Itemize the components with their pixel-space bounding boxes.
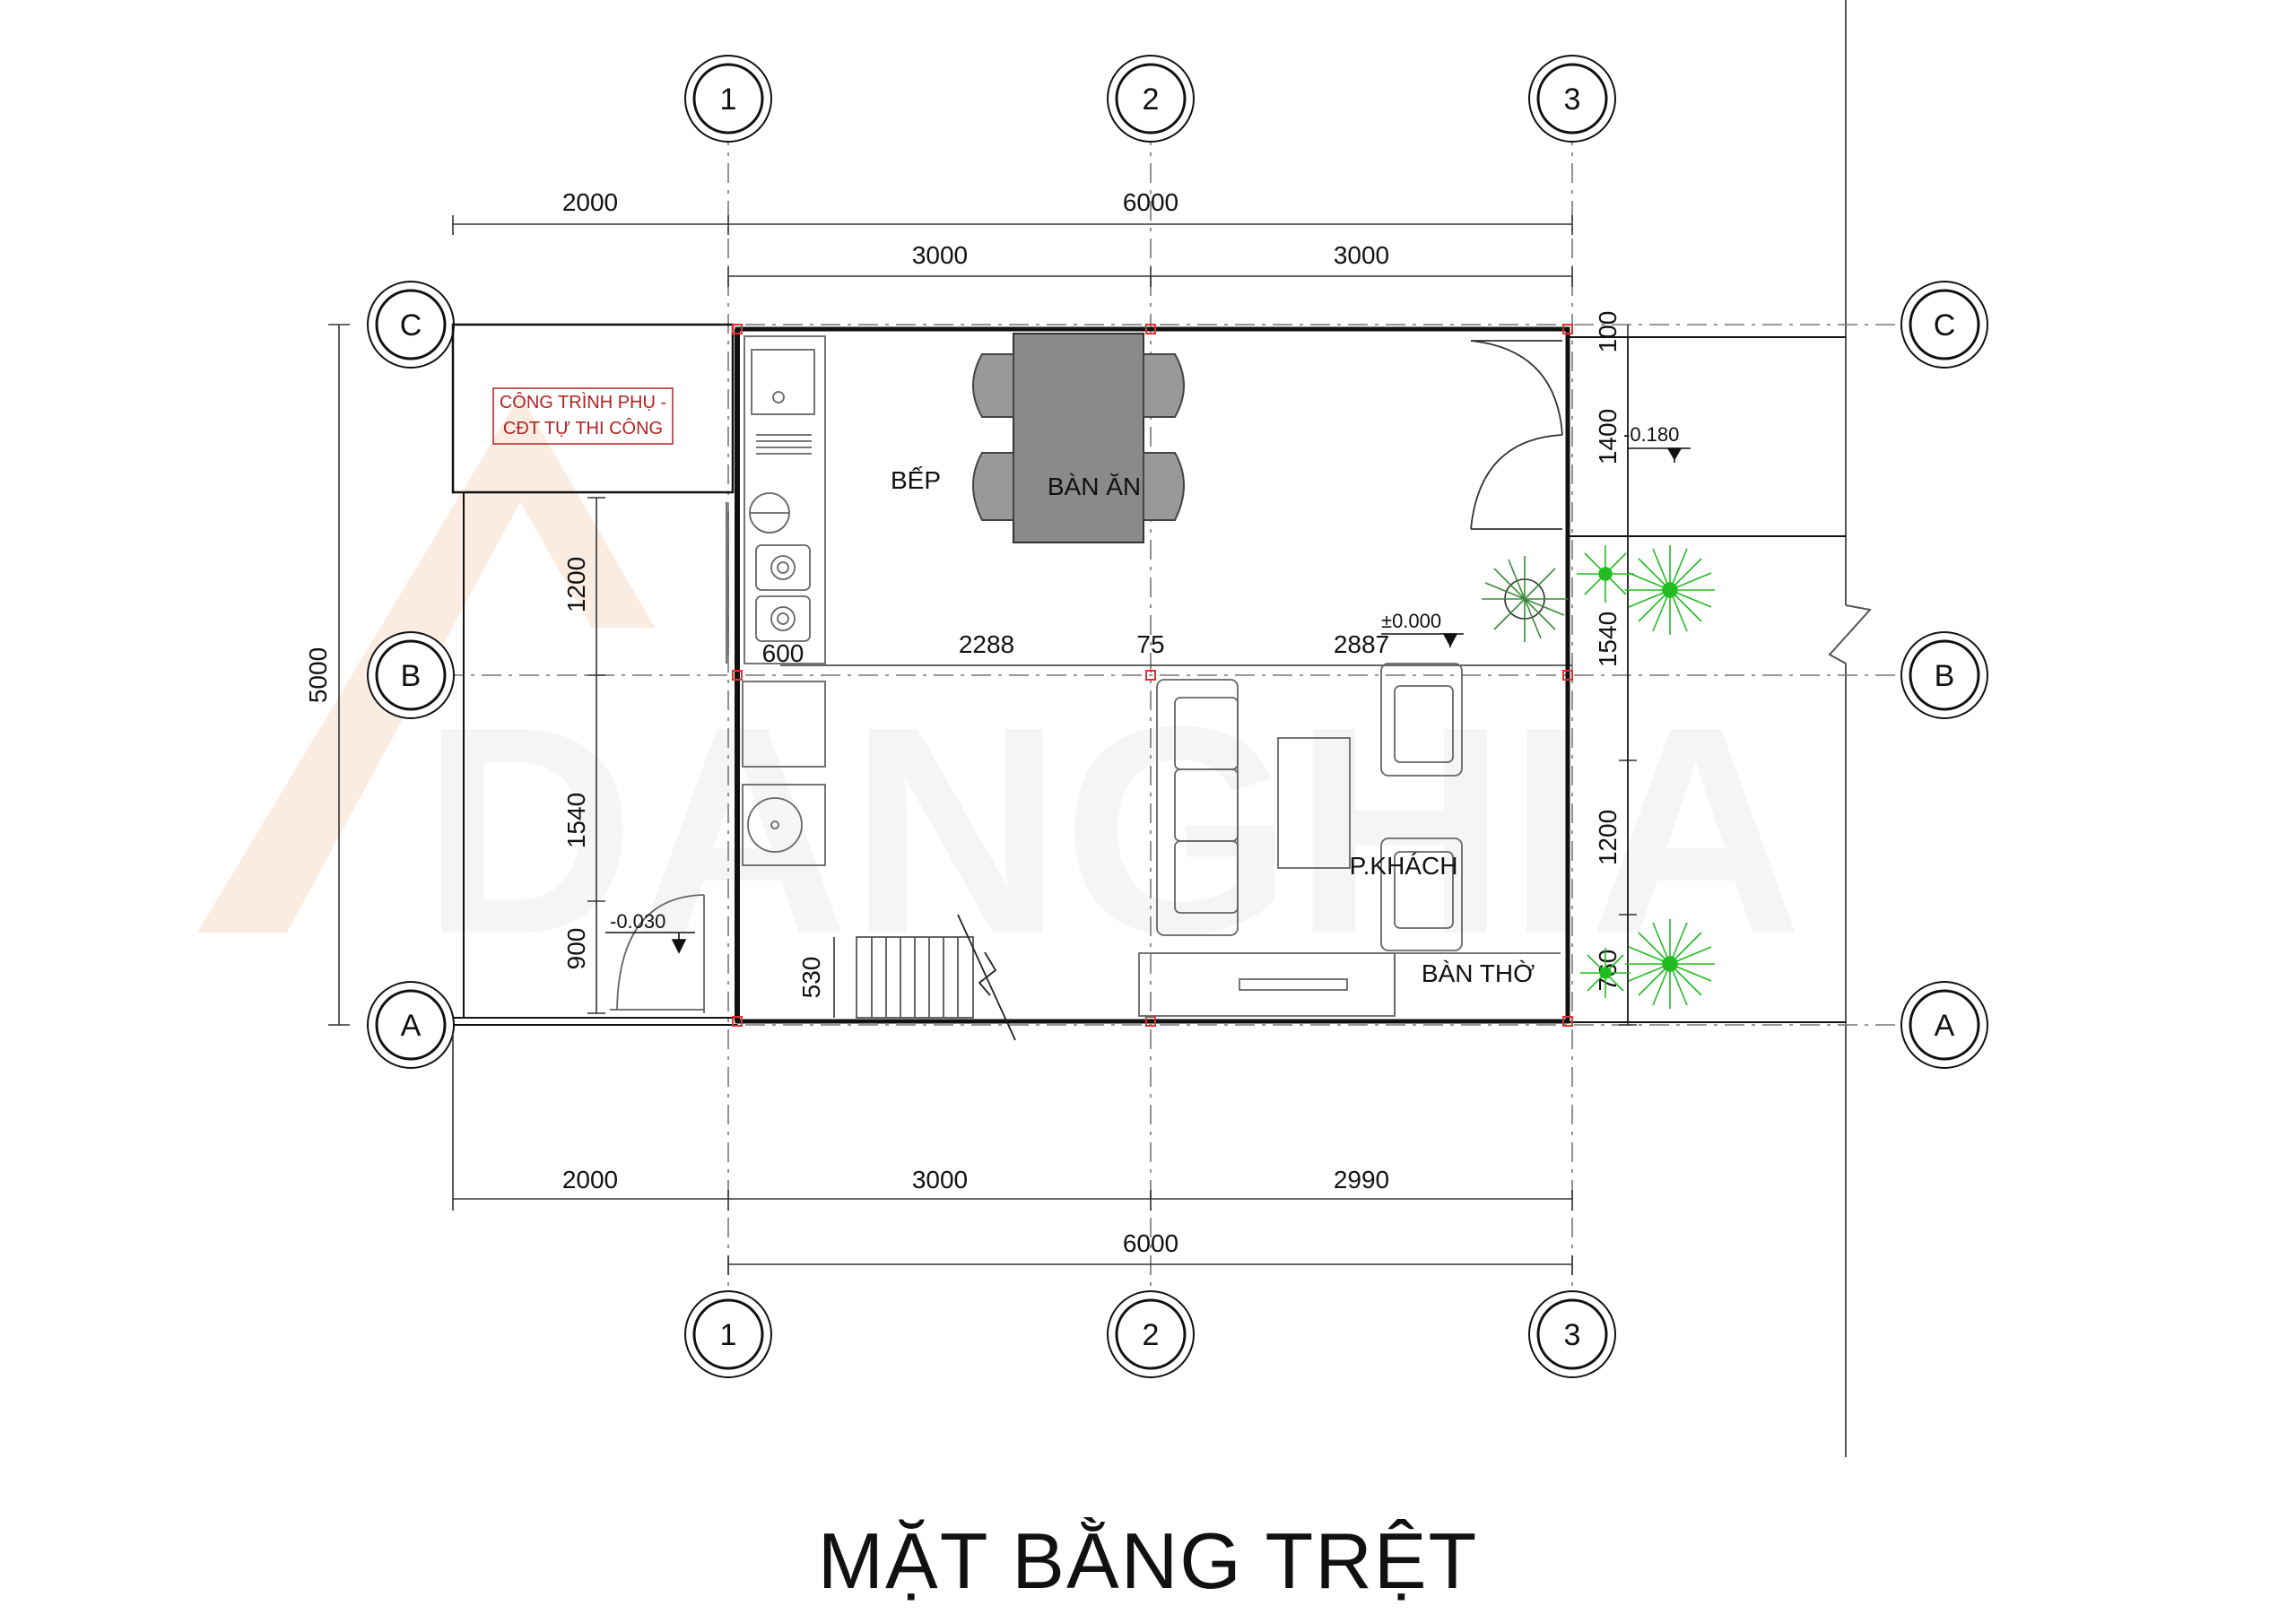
room-label-kitchen: BẾP (891, 466, 941, 494)
grid-bubble-row-b-right (1900, 631, 1988, 719)
kitchen-counter (727, 335, 826, 664)
dim-bottom-2000: 2000 (562, 1166, 618, 1193)
dim-bottom-2990: 2990 (1334, 1166, 1389, 1193)
grid-label-row-c-right: C (1934, 308, 1956, 343)
plant-2 (1625, 919, 1715, 1009)
dim-top-3000-left: 3000 (912, 241, 968, 269)
dining-set (972, 333, 1185, 543)
dim-right-1400: 1400 (1594, 409, 1622, 464)
dim-right-1200: 1200 (1594, 810, 1622, 865)
dim-axis-b-2887: 2887 (1334, 630, 1389, 658)
grid-label-col-1-top: 1 (720, 82, 737, 117)
grid-bubble-row-a-left (367, 981, 455, 1069)
plant-3 (1577, 545, 1634, 603)
plants (1482, 545, 1715, 1009)
dim-axis-b-2288: 2288 (959, 630, 1014, 658)
walls (451, 323, 1846, 1026)
dim-top-2000: 2000 (562, 188, 618, 216)
grid-bubble-col-2-top (1107, 55, 1195, 143)
dim-bottom-3000: 3000 (912, 1166, 968, 1193)
grid-bubble-col-1-top (684, 55, 772, 143)
grid-bubble-row-a-right (1900, 981, 1988, 1069)
dim-axis-b-75: 75 (1136, 630, 1164, 658)
dim-left-900: 900 (562, 928, 590, 970)
grid-bubble-col-3-top (1528, 55, 1616, 143)
plant-1 (1625, 545, 1715, 635)
dim-right-1540: 1540 (1594, 612, 1622, 667)
dim-left-1540: 1540 (562, 793, 590, 848)
dim-right-100: 100 (1594, 311, 1622, 353)
dim-stair-530: 530 (797, 957, 825, 999)
grid-label-row-a-right: A (1935, 1009, 1955, 1043)
grid-label-row-c-left: C (400, 308, 422, 343)
grid-bubble-row-c-left (367, 281, 455, 369)
stairs (856, 914, 1016, 1041)
grid-label-row-b-right: B (1935, 659, 1955, 693)
dim-top-6000: 6000 (1123, 188, 1178, 216)
grid-label-row-b-left: B (401, 659, 422, 693)
plant-4 (1580, 948, 1631, 998)
dim-top-3000-right: 3000 (1334, 241, 1389, 269)
column-markers (732, 324, 1573, 1027)
plant-5 (1482, 556, 1568, 642)
grid-label-col-3-bottom: 3 (1564, 1318, 1581, 1352)
room-label-living: P.KHÁCH (1350, 852, 1458, 880)
level-entry: -0.180 (1623, 423, 1679, 446)
level-markers (605, 447, 1691, 954)
property-boundary (1828, 0, 1872, 1457)
note-line-2: CĐT TỰ THI CÔNG (503, 418, 663, 438)
grid-label-col-2-bottom: 2 (1143, 1318, 1160, 1352)
level-yard: -0.030 (610, 910, 665, 933)
dimension-lines (328, 215, 1637, 1275)
grid-label-row-a-left: A (401, 1009, 422, 1043)
dim-left-5000: 5000 (304, 647, 332, 703)
grid-bubble-col-3-bottom (1528, 1290, 1616, 1378)
left-fixtures (610, 502, 826, 1013)
entrance-door (1470, 340, 1563, 530)
note-line-1: CÔNG TRÌNH PHỤ - (500, 392, 666, 412)
grid-label-col-3-top: 3 (1564, 82, 1581, 117)
note-box (492, 387, 674, 445)
living-furniture (1138, 663, 1561, 1017)
room-label-dining: BÀN ĂN (1048, 473, 1141, 500)
grid-bubble-row-b-left (367, 631, 455, 719)
dim-left-1200: 1200 (562, 557, 590, 612)
level-living: ±0.000 (1381, 610, 1441, 632)
grid-bubble-col-2-bottom (1107, 1290, 1195, 1378)
dim-axis-b-600: 600 (762, 639, 804, 667)
grid-bubbles (367, 55, 1988, 1378)
grid-bubble-col-1-bottom (684, 1290, 772, 1378)
page-title: MẶT BẰNG TRỆT (817, 1516, 1479, 1605)
grid-label-col-2-top: 2 (1143, 82, 1160, 117)
grid-label-col-1-bottom: 1 (720, 1318, 737, 1352)
room-label-altar: BÀN THỜ (1422, 959, 1535, 987)
grid-bubble-row-c-right (1900, 281, 1988, 369)
dim-bottom-6000: 6000 (1123, 1229, 1178, 1257)
